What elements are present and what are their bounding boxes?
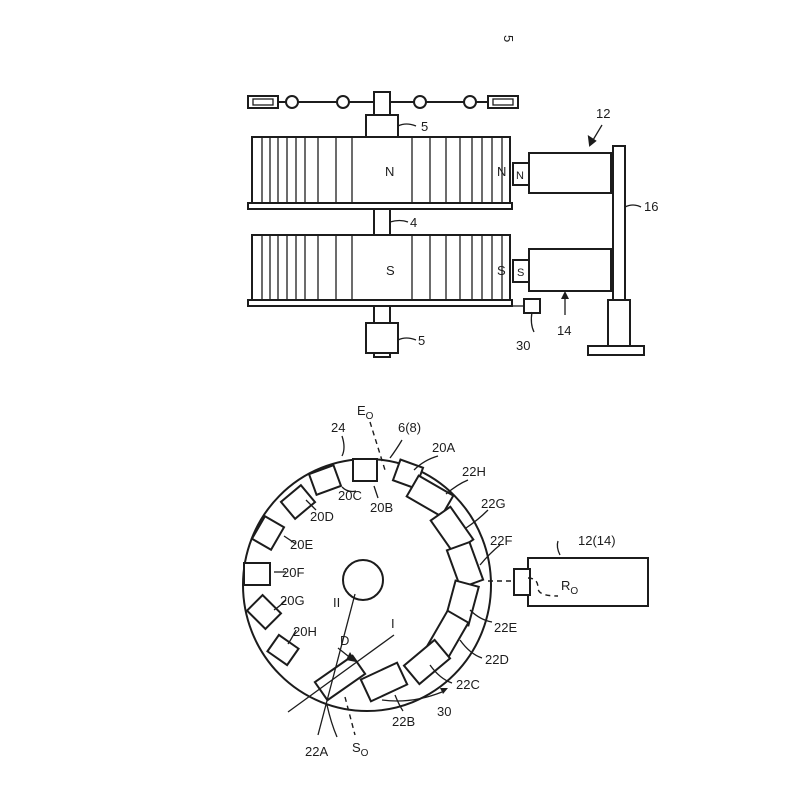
label-line-ii: II — [333, 595, 340, 610]
external-apparatus: RO — [488, 557, 649, 607]
label-sensor-bottom: 30 — [437, 704, 451, 719]
e0-base: E — [357, 403, 366, 418]
top-bearing — [365, 114, 399, 138]
label-22e: 22E — [494, 620, 517, 635]
line-ii — [317, 593, 356, 736]
label-s0: SO — [352, 740, 369, 759]
pole-s-right: S — [497, 263, 506, 278]
rim-magnet — [245, 593, 283, 631]
label-e0: EO — [357, 403, 374, 422]
label-line-i: I — [391, 616, 395, 631]
bottom-view: EO SO I II D RO — [242, 403, 649, 759]
lower-magnet-wheel — [247, 234, 513, 307]
label-disk: 24 — [331, 420, 345, 435]
external-magnet-s: S — [512, 248, 612, 292]
top-crossbar — [247, 95, 519, 109]
label-22a: 22A — [305, 744, 328, 759]
disk-hub — [342, 559, 384, 601]
label-20b: 20B — [370, 500, 393, 515]
label-20f: 20F — [282, 565, 304, 580]
label-22b: 22B — [392, 714, 415, 729]
upper-magnet-wheel — [247, 136, 513, 210]
label-20a: 20A — [432, 440, 455, 455]
pole-n-center: N — [385, 164, 394, 179]
rim-magnet — [307, 463, 343, 497]
label-20e: 20E — [290, 537, 313, 552]
pole-s-magnet: S — [517, 267, 524, 279]
r0-sub: O — [570, 586, 578, 597]
rim-magnet — [445, 540, 485, 590]
label-bearing-top: 5 — [421, 119, 428, 134]
r0-base: R — [561, 578, 570, 593]
label-stand: 16 — [644, 199, 658, 214]
rim-magnets — [243, 458, 485, 703]
rim-magnet — [405, 474, 455, 518]
label-sensor-top: 30 — [516, 338, 530, 353]
page-corner-mark: 5 — [501, 35, 516, 42]
label-disk-ref: 6(8) — [398, 420, 421, 435]
label-22h: 22H — [462, 464, 486, 479]
label-22c: 22C — [456, 677, 480, 692]
top-view: N N S S N S — [247, 91, 658, 358]
line-i — [287, 634, 395, 713]
rim-magnet — [279, 483, 317, 521]
pole-n-magnet: N — [516, 170, 524, 182]
pole-n-right: N — [497, 164, 506, 179]
e0-sub: O — [366, 411, 374, 422]
rim-magnet — [359, 661, 409, 703]
bottom-bearing — [365, 322, 399, 354]
s0-base: S — [352, 740, 361, 755]
label-r0: RO — [561, 578, 578, 597]
label-apparatus: 12 — [596, 106, 610, 121]
label-20h: 20H — [293, 624, 317, 639]
label-22g: 22G — [481, 496, 506, 511]
rim-magnet — [352, 458, 378, 482]
label-magnet-s-ref: 14 — [557, 323, 571, 338]
top-sensor — [523, 298, 541, 314]
rim-magnet — [266, 633, 300, 667]
stand — [587, 145, 645, 356]
label-gap-d: D — [340, 633, 349, 648]
label-20g: 20G — [280, 593, 305, 608]
external-magnet-n: N — [512, 152, 612, 194]
label-22d: 22D — [485, 652, 509, 667]
rim-magnet — [313, 654, 367, 702]
rim-magnet — [243, 562, 271, 586]
label-apparatus-bottom: 12(14) — [578, 533, 616, 548]
label-shaft: 4 — [410, 215, 417, 230]
rim-magnet — [250, 514, 286, 552]
label-22f: 22F — [490, 533, 512, 548]
pole-s-center: S — [386, 263, 395, 278]
label-20c: 20C — [338, 488, 362, 503]
s0-sub: O — [361, 748, 369, 759]
label-20d: 20D — [310, 509, 334, 524]
label-bearing-bottom: 5 — [418, 333, 425, 348]
